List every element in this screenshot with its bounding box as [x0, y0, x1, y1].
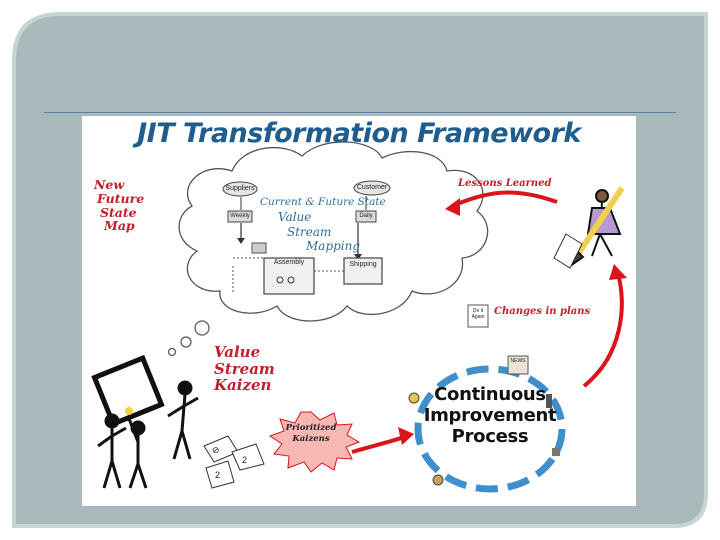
cip-line: Improvement: [423, 405, 557, 427]
value-stream-kaizen-line: Value: [214, 343, 261, 361]
thought-bubble-2: [180, 336, 192, 348]
vsm-mapping-label: Mapping: [306, 239, 361, 253]
do-it-again-sign: [467, 304, 489, 328]
cip-line: Continuous: [434, 384, 546, 405]
diagram-artwork: ⊘ 2 2: [91, 141, 627, 493]
prioritized-kaizens-line: Prioritized: [285, 423, 337, 433]
value-stream-kaizen-line: Kaizen: [214, 376, 272, 394]
thought-bubble-3: [167, 347, 177, 357]
weekly-label: Weekly: [230, 213, 250, 219]
prioritized-kaizens-arrow: [351, 435, 405, 454]
vsm-value-label: Value: [278, 210, 312, 224]
svg-text:2: 2: [242, 455, 247, 465]
shipping-label: Shipping: [349, 261, 377, 268]
new-future-state-map-line: Future: [97, 190, 145, 206]
pencil-figure: [569, 186, 625, 267]
pencil-paper: [553, 233, 583, 269]
cip-cycle-ring: [414, 365, 566, 493]
do-it-again-label: Do it Again: [471, 308, 485, 320]
daily-truck: [355, 210, 377, 223]
lessons-learned-arrow: [451, 190, 558, 208]
prioritized-kaizens-line: Kaizens: [292, 434, 330, 445]
changes-in-plans-label: Changes in plans: [494, 306, 591, 317]
value-stream-kaizen-line: Stream: [214, 359, 275, 378]
new-future-state-map-label: New Future State Map: [94, 178, 144, 233]
paper-3: [205, 460, 235, 489]
cip-line: Process: [451, 426, 529, 448]
weekly-truck: [227, 210, 253, 223]
team-figures: [97, 380, 199, 489]
picture-frame: [91, 354, 165, 428]
vsm-current-future-label: Current & Future State: [260, 196, 386, 208]
value-stream-kaizen-label: Value Stream Kaizen: [214, 344, 275, 394]
customer-node: [353, 180, 391, 196]
thought-cloud: [178, 141, 489, 322]
changes-in-plans-arrow: [582, 273, 624, 388]
assembly-label: Assembly: [273, 259, 305, 266]
title-divider-line: [44, 112, 676, 113]
news-label: NEWS: [510, 358, 526, 364]
diagram-title: JIT Transformation Framework: [137, 118, 581, 149]
new-future-state-map-line: New: [94, 177, 125, 192]
svg-text:2: 2: [215, 470, 220, 480]
thought-bubble-1: [194, 320, 210, 336]
vsm-stream-label: Stream: [287, 225, 332, 239]
customer-label: Customer: [356, 184, 388, 191]
prioritized-kaizens-label: Prioritized Kaizens: [270, 423, 352, 445]
paper-1: [203, 435, 239, 463]
lessons-learned-label: Lessons Learned: [458, 178, 552, 189]
continuous-improvement-process-label: Continuous Improvement Process: [420, 384, 560, 448]
news-board: [507, 355, 529, 375]
prioritized-kaizens-burst: [268, 411, 361, 473]
svg-text:⊘: ⊘: [212, 445, 220, 455]
assembly-box: [263, 257, 315, 295]
suppliers-label: Suppliers: [225, 185, 255, 192]
inventory-box: [251, 242, 267, 254]
suppliers-node: [222, 181, 258, 197]
shipping-box: [343, 257, 383, 285]
daily-label: Daily: [359, 213, 373, 219]
new-future-state-map-line: State: [100, 204, 137, 220]
paper-2: [231, 443, 265, 471]
jit-framework-figure: ⊘ 2 2 JIT Transformation Framework New F…: [82, 116, 636, 506]
new-future-state-map-line: Map: [104, 218, 135, 234]
